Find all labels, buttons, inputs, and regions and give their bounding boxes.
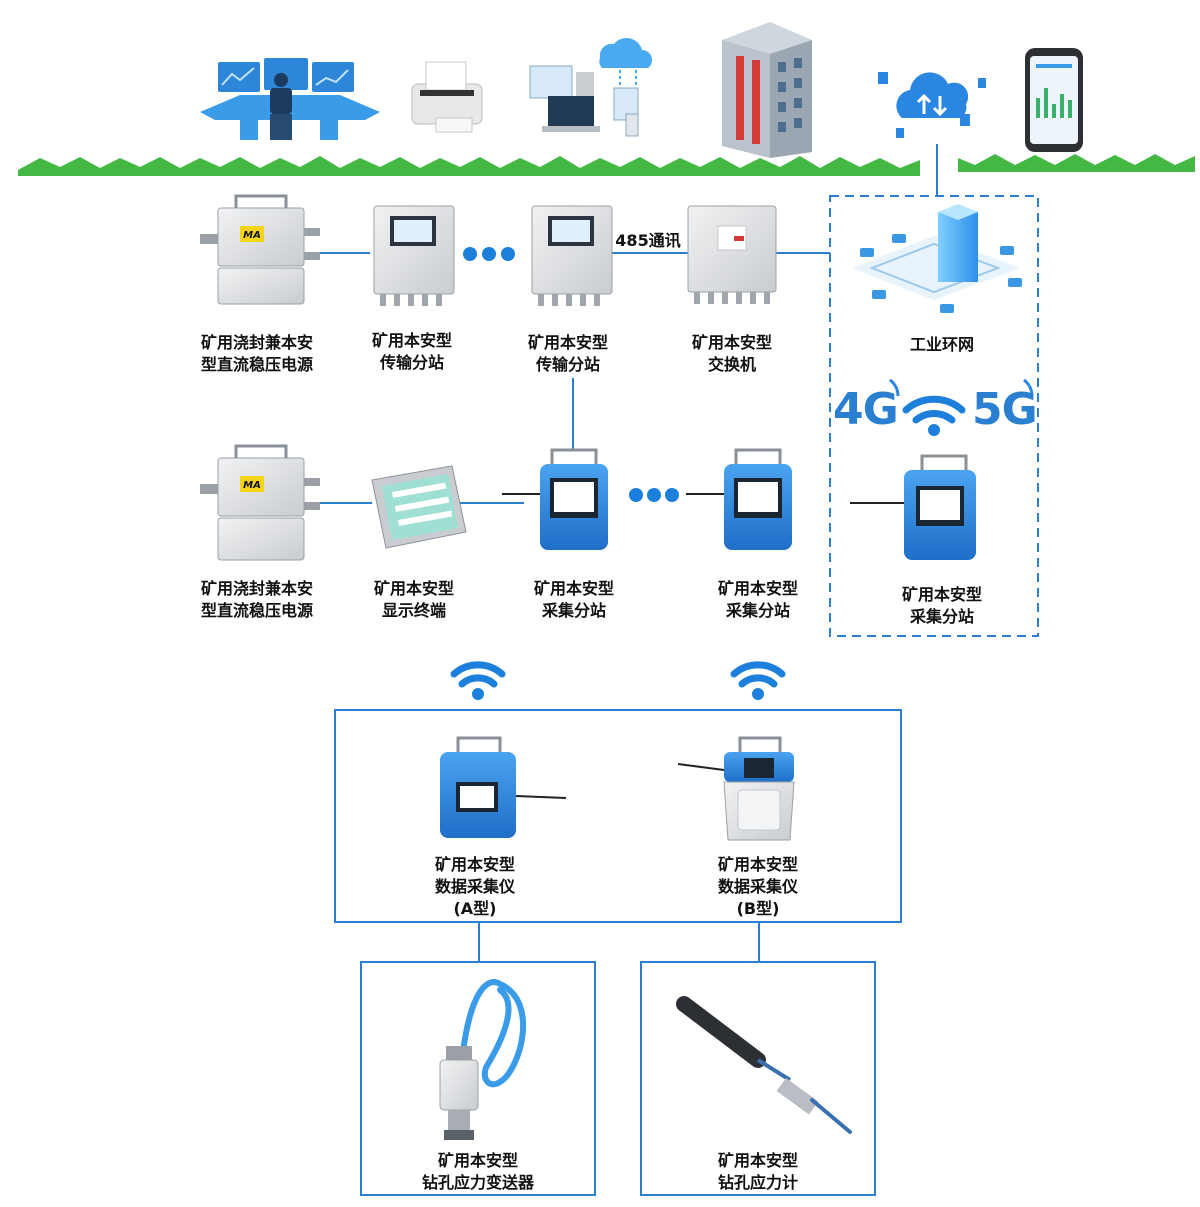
rs485-link-label: 485通讯	[615, 231, 680, 250]
wifi-icon	[902, 395, 966, 436]
data-acq-b-label: 矿用本安型数据采集仪(B型)	[717, 855, 798, 918]
stress-transmitter-device	[439, 979, 527, 1140]
network-switch-box	[687, 205, 777, 304]
data-acq-a-label: 矿用本安型数据采集仪(A型)	[434, 855, 515, 918]
4g-label: 4G	[833, 384, 899, 435]
stress-transmitter-label: 矿用本安型钻孔应力变送器	[421, 1151, 534, 1192]
collector-substation-2	[686, 448, 792, 550]
collector-3-label: 矿用本安型采集分站	[901, 585, 982, 626]
power-supply-1-label: 矿用浇封兼本安型直流稳压电源	[200, 333, 313, 374]
printer-icon	[411, 61, 483, 133]
power-supply-2-label: 矿用浇封兼本安型直流稳压电源	[200, 579, 313, 620]
collector-substation-3	[850, 454, 976, 560]
display-terminal-box	[371, 465, 467, 549]
smartphone-icon	[1025, 48, 1083, 152]
monitoring-center-icon	[200, 58, 380, 140]
industrial-ring-label: 工业环网	[909, 335, 974, 354]
power-supply-box-1: MA	[200, 194, 320, 305]
cloud-transfer-icon	[878, 72, 986, 138]
collector-2-label: 矿用本安型采集分站	[717, 579, 798, 620]
data-acquisition-group	[334, 709, 902, 923]
computer-network-icon	[529, 37, 652, 137]
wifi-icon	[730, 661, 786, 700]
collector-1-label: 矿用本安型采集分站	[533, 579, 614, 620]
stress-meter-panel	[640, 961, 876, 1196]
wireless-4g-5g	[889, 378, 1034, 436]
grass-ground	[18, 154, 1195, 176]
collector-substation-1	[502, 448, 608, 550]
svg-text:MA: MA	[243, 230, 261, 241]
data-acquisition-device-b	[677, 736, 795, 841]
transmission-substation-1	[373, 205, 455, 306]
industrial-ring-network-icon	[852, 204, 1022, 313]
data-acquisition-device-a	[440, 736, 567, 838]
power-supply-box-2: MA	[200, 444, 320, 561]
5g-label: 5G	[972, 384, 1038, 435]
switch-label: 矿用本安型交换机	[691, 333, 772, 374]
stress-meter-device	[676, 996, 852, 1134]
stress-transmitter-panel	[360, 961, 596, 1196]
svg-text:MA: MA	[243, 480, 261, 491]
display-terminal-label: 矿用本安型显示终端	[373, 579, 454, 620]
transmission-1-label: 矿用本安型传输分站	[371, 331, 452, 372]
stress-meter-label: 矿用本安型钻孔应力计	[717, 1151, 798, 1192]
transmission-2-label: 矿用本安型传输分站	[527, 333, 608, 374]
wifi-icon	[450, 661, 506, 700]
industrial-network-region	[829, 195, 1039, 637]
office-building-icon	[722, 22, 812, 158]
transmission-substation-2	[531, 205, 613, 306]
